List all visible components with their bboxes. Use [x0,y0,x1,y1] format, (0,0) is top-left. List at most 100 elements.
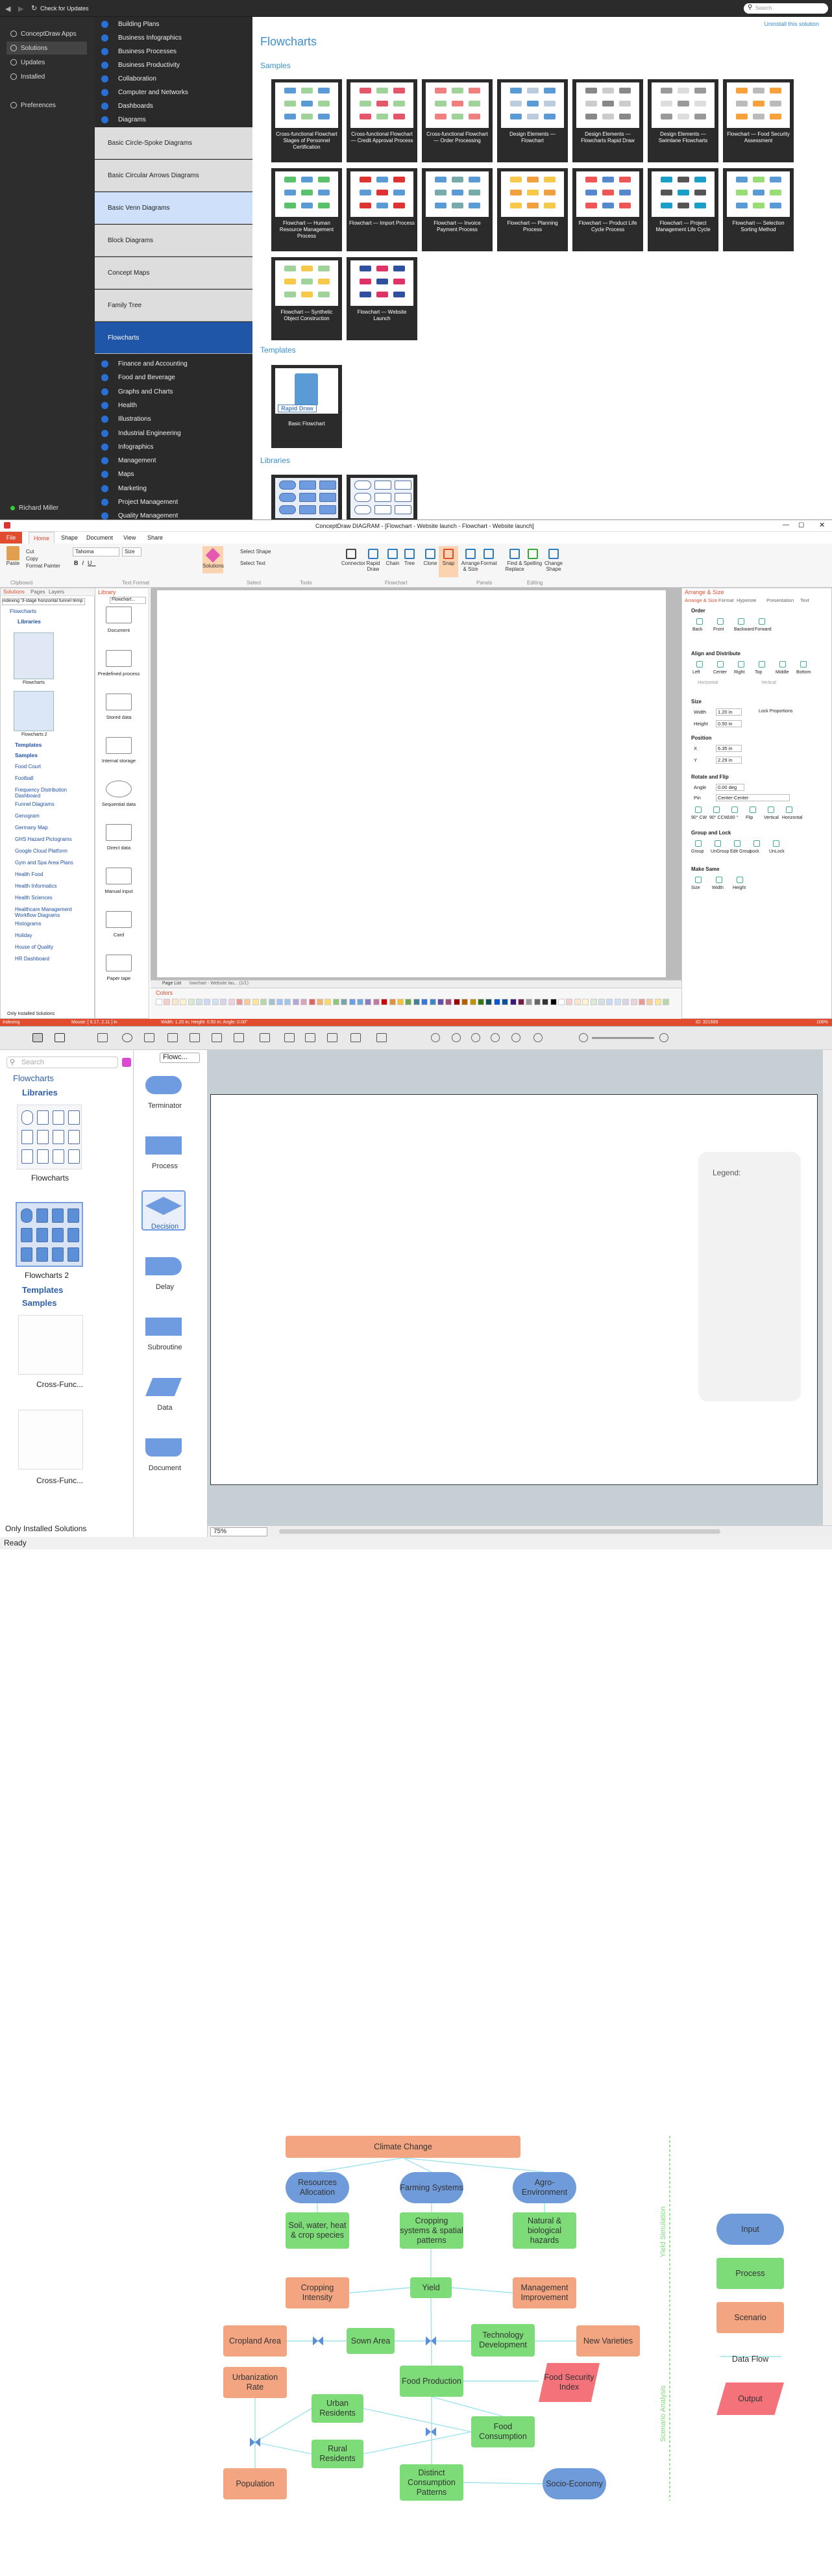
color-swatch[interactable] [461,999,469,1005]
nav-apps[interactable]: ConceptDraw Apps [6,27,87,40]
tree-templates[interactable]: Templates [15,742,42,748]
diagram-node[interactable]: Cropland Area [223,2325,287,2357]
sample-tile[interactable]: Design Elements — Flowchart [497,79,568,162]
arrange-button-icon[interactable] [759,661,765,668]
solution-item[interactable]: Health Informatics [15,883,57,889]
library-shape[interactable] [106,911,132,928]
color-swatch[interactable] [550,999,557,1005]
arrange-button-icon[interactable] [696,618,703,625]
library-shape[interactable] [145,1378,182,1396]
color-swatch[interactable] [260,999,267,1005]
page-select[interactable]: lowchart - Website lau... (1/1) [190,981,249,986]
arrange-button-icon[interactable] [786,807,792,813]
diagram-node[interactable]: Urban Residents [312,2394,363,2423]
category-item[interactable]: Industrial Engineering [95,427,252,440]
arrange-button-icon[interactable] [738,661,744,668]
category-item[interactable]: Collaboration [95,72,252,86]
library-shape[interactable] [106,955,132,971]
sample-tile[interactable]: Flowchart — Product Life Cycle Process [572,168,643,251]
minimize-button[interactable]: — [783,521,789,529]
category-item[interactable]: Dashboards [95,99,252,113]
tab-solutions[interactable]: Solutions [3,589,25,595]
category-item-expanded[interactable]: Basic Circular Arrows Diagrams [95,160,252,192]
check-updates-link[interactable]: Check for Updates [40,5,89,12]
toolbar-tool-icon[interactable] [97,1033,108,1042]
diagram-node[interactable]: Sown Area [347,2328,395,2354]
mac-search[interactable]: ⚲ Search [6,1057,118,1068]
solution-item[interactable]: Football [15,775,34,781]
library-flowcharts2[interactable] [16,1202,83,1267]
sample-tile[interactable]: Design Elements — Flowcharts Rapid Draw [572,79,643,162]
color-swatch[interactable] [276,999,283,1005]
pin-select[interactable]: Center-Center [716,794,790,801]
solution-item[interactable]: Genogram [15,813,40,819]
library-shape[interactable] [106,781,132,797]
sample-tile[interactable]: Flowchart — Website Launch [347,257,417,340]
library-select[interactable]: Flowc... [160,1053,200,1063]
library-shape[interactable] [106,868,132,884]
sample-tile[interactable]: Flowchart — Human Resource Management Pr… [271,168,342,251]
category-item[interactable]: Illustrations [95,412,252,426]
color-swatch[interactable] [341,999,348,1005]
toolbar-tool-icon[interactable] [579,1033,588,1042]
ribbon-tool-13[interactable]: Change Shape [544,546,563,572]
toolbar-tool-icon[interactable] [305,1033,315,1042]
category-item[interactable]: Graphs and Charts [95,385,252,399]
color-swatch[interactable] [405,999,412,1005]
color-swatch[interactable] [654,999,661,1005]
arrange-button-icon[interactable] [696,661,703,668]
color-swatch[interactable] [469,999,476,1005]
sample-tile[interactable]: Flowchart — Selection Sorting Method [723,168,794,251]
color-swatch[interactable] [542,999,549,1005]
category-item[interactable]: Building Plans [95,18,252,31]
library-tile-2[interactable] [347,475,417,519]
toolbar-tool-icon[interactable] [260,1033,270,1042]
library-shape[interactable] [145,1136,182,1155]
field-input[interactable]: 2.29 in [716,757,742,764]
color-swatch[interactable] [582,999,589,1005]
h-scrollbar[interactable] [279,1529,720,1534]
arrange-button-icon[interactable] [759,618,765,625]
color-swatch[interactable] [509,999,517,1005]
sample-thumb-2[interactable] [18,1410,83,1469]
toolbar-tool-icon[interactable] [452,1033,461,1042]
status-zoom[interactable]: 106% [816,1020,828,1025]
color-swatch[interactable] [164,999,171,1005]
zoom-slider[interactable] [592,1037,654,1039]
arrange-button-icon[interactable] [717,661,724,668]
arrange-button-icon[interactable] [737,877,743,883]
ribbon-tool-5[interactable]: Chain [383,546,402,566]
toolbar-tool-icon[interactable] [659,1033,668,1042]
color-swatch[interactable] [244,999,251,1005]
sample-tile[interactable]: Flowchart — Food Security Assessment [723,79,794,162]
library-shape[interactable] [106,737,132,754]
solution-item[interactable]: Germany Map [15,825,48,831]
arrange-button-icon[interactable] [731,807,738,813]
library-shape[interactable] [106,606,132,623]
category-item[interactable]: Marketing [95,482,252,495]
category-item[interactable]: Quality Management [95,509,252,519]
sample-tile[interactable]: Cross-functional Flowchart — Credit Appr… [347,79,417,162]
color-swatch[interactable] [478,999,484,1005]
toolbar-tool-icon[interactable] [284,1033,295,1042]
arrange-button-icon[interactable] [753,840,760,847]
close-button[interactable]: ✕ [819,521,826,529]
color-swatch[interactable] [228,999,235,1005]
arrange-tab[interactable]: Text [800,597,809,603]
library-select[interactable]: Flowchart... [110,597,146,604]
cut-button[interactable]: Cut [26,549,34,555]
ribbon-tool-3[interactable]: Connector [341,546,365,566]
diagram-node[interactable]: Rural Residents [312,2440,363,2468]
color-swatch[interactable] [533,999,541,1005]
color-swatch[interactable] [598,999,605,1005]
template-tile[interactable]: Rapid Draw Basic Flowchart [271,365,342,448]
arrange-button-icon[interactable] [773,840,779,847]
tree-samples[interactable]: Samples [15,752,38,758]
select-text-button[interactable]: Select Text [240,560,265,566]
library-tile-1[interactable] [271,475,342,519]
library-shape[interactable] [145,1438,182,1457]
arrange-button-icon[interactable] [768,807,774,813]
maximize-button[interactable]: ▢ [798,521,805,529]
solutions-search[interactable]: indexing '3-stage horizontal funnel temp [2,598,85,605]
solution-item[interactable]: HR Dashboard [15,956,49,962]
